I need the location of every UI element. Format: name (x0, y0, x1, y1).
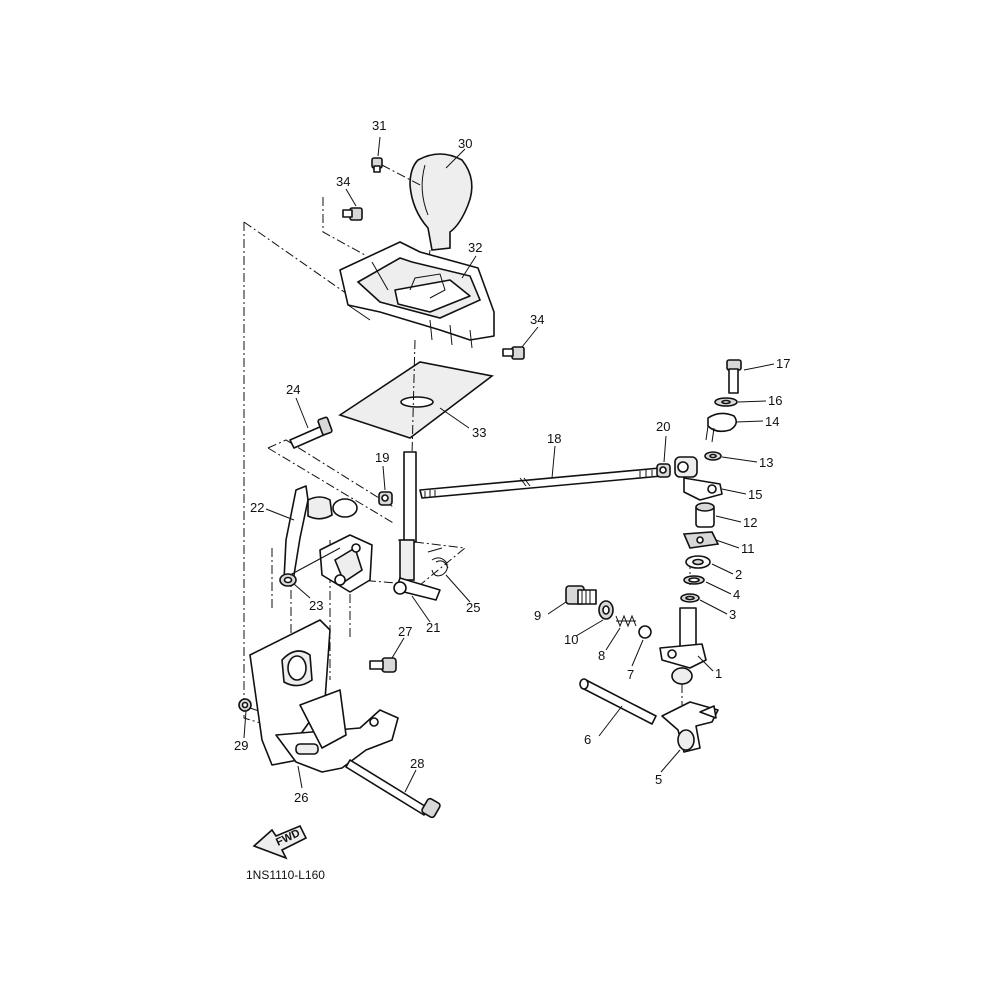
shift-shaft-1 (659, 607, 707, 685)
mounting-bracket-26 (249, 619, 399, 773)
shift-link-15 (683, 477, 723, 501)
pivot-bracket (289, 534, 373, 593)
callout-19: 19 (375, 450, 389, 465)
plug-bolt-9[interactable] (565, 585, 597, 605)
shift-arm-22 (283, 485, 358, 581)
washer-13[interactable] (704, 451, 722, 461)
callout-labels: 30 31 34 32 34 33 24 18 20 19 17 16 14 1… (234, 118, 790, 805)
callout-30: 30 (458, 136, 472, 151)
callout-7: 7 (627, 667, 634, 682)
fork-shaft-6 (579, 678, 657, 725)
spring-8[interactable] (615, 614, 637, 628)
collar-12[interactable] (695, 502, 715, 528)
callout-22: 22 (250, 500, 264, 515)
callout-23: 23 (309, 598, 323, 613)
gasket-10[interactable] (598, 600, 614, 620)
bolt-24[interactable] (289, 416, 333, 449)
callout-1: 1 (715, 666, 722, 681)
callout-5: 5 (655, 772, 662, 787)
callout-10: 10 (564, 632, 578, 647)
fwd-arrow-icon: FWD (252, 824, 308, 860)
ball-7[interactable] (638, 625, 652, 639)
guide-knob-axis (411, 339, 416, 456)
shift-console-housing (339, 241, 495, 349)
drawing-code: 1NS1110-L160 (246, 868, 325, 882)
callout-29: 29 (234, 738, 248, 753)
callout-17: 17 (776, 356, 790, 371)
callout-32: 32 (468, 240, 482, 255)
callout-33: 33 (472, 425, 486, 440)
callout-2: 2 (735, 567, 742, 582)
callout-8: 8 (598, 648, 605, 663)
collar-2[interactable] (685, 555, 711, 569)
nut-19[interactable] (378, 491, 393, 506)
circlip-4[interactable] (683, 575, 705, 585)
callout-24: 24 (286, 382, 300, 397)
callout-4: 4 (733, 587, 740, 602)
spring-25[interactable] (427, 547, 449, 577)
callout-9: 9 (534, 608, 541, 623)
callout-6: 6 (584, 732, 591, 747)
callout-12: 12 (743, 515, 757, 530)
callout-34-lower: 34 (530, 312, 544, 327)
cam-11[interactable] (682, 531, 720, 549)
bolt-28[interactable] (345, 759, 441, 819)
screw-31[interactable] (371, 157, 423, 187)
callout-15: 15 (748, 487, 762, 502)
callout-25: 25 (466, 600, 480, 615)
callout-18: 18 (547, 431, 561, 446)
callout-28: 28 (410, 756, 424, 771)
callout-3: 3 (729, 607, 736, 622)
washer-29[interactable] (238, 698, 252, 712)
callout-13: 13 (759, 455, 773, 470)
bolt-34-upper[interactable] (342, 207, 363, 221)
rod-end-right (674, 456, 698, 478)
callout-14: 14 (765, 414, 779, 429)
washer-3[interactable] (680, 593, 700, 603)
bushing-23[interactable] (279, 573, 297, 587)
callout-20: 20 (656, 419, 670, 434)
washer-16[interactable] (714, 397, 738, 407)
callout-27: 27 (398, 624, 412, 639)
clip-14[interactable] (705, 412, 738, 443)
callout-26: 26 (294, 790, 308, 805)
callout-34-upper: 34 (336, 174, 350, 189)
bolt-34-lower[interactable] (502, 346, 525, 360)
shift-lever-21 (393, 451, 441, 601)
bolt-27[interactable] (369, 657, 397, 673)
bolt-17[interactable] (726, 359, 742, 394)
shift-rod-18 (419, 467, 663, 499)
nut-20[interactable] (656, 463, 671, 478)
shift-fork-5 (661, 701, 719, 753)
gasket-plate-33 (338, 361, 494, 439)
callout-31: 31 (372, 118, 386, 133)
callout-leaders (243, 136, 775, 793)
callout-11: 11 (741, 541, 755, 556)
callout-21: 21 (426, 620, 440, 635)
callout-16: 16 (768, 393, 782, 408)
